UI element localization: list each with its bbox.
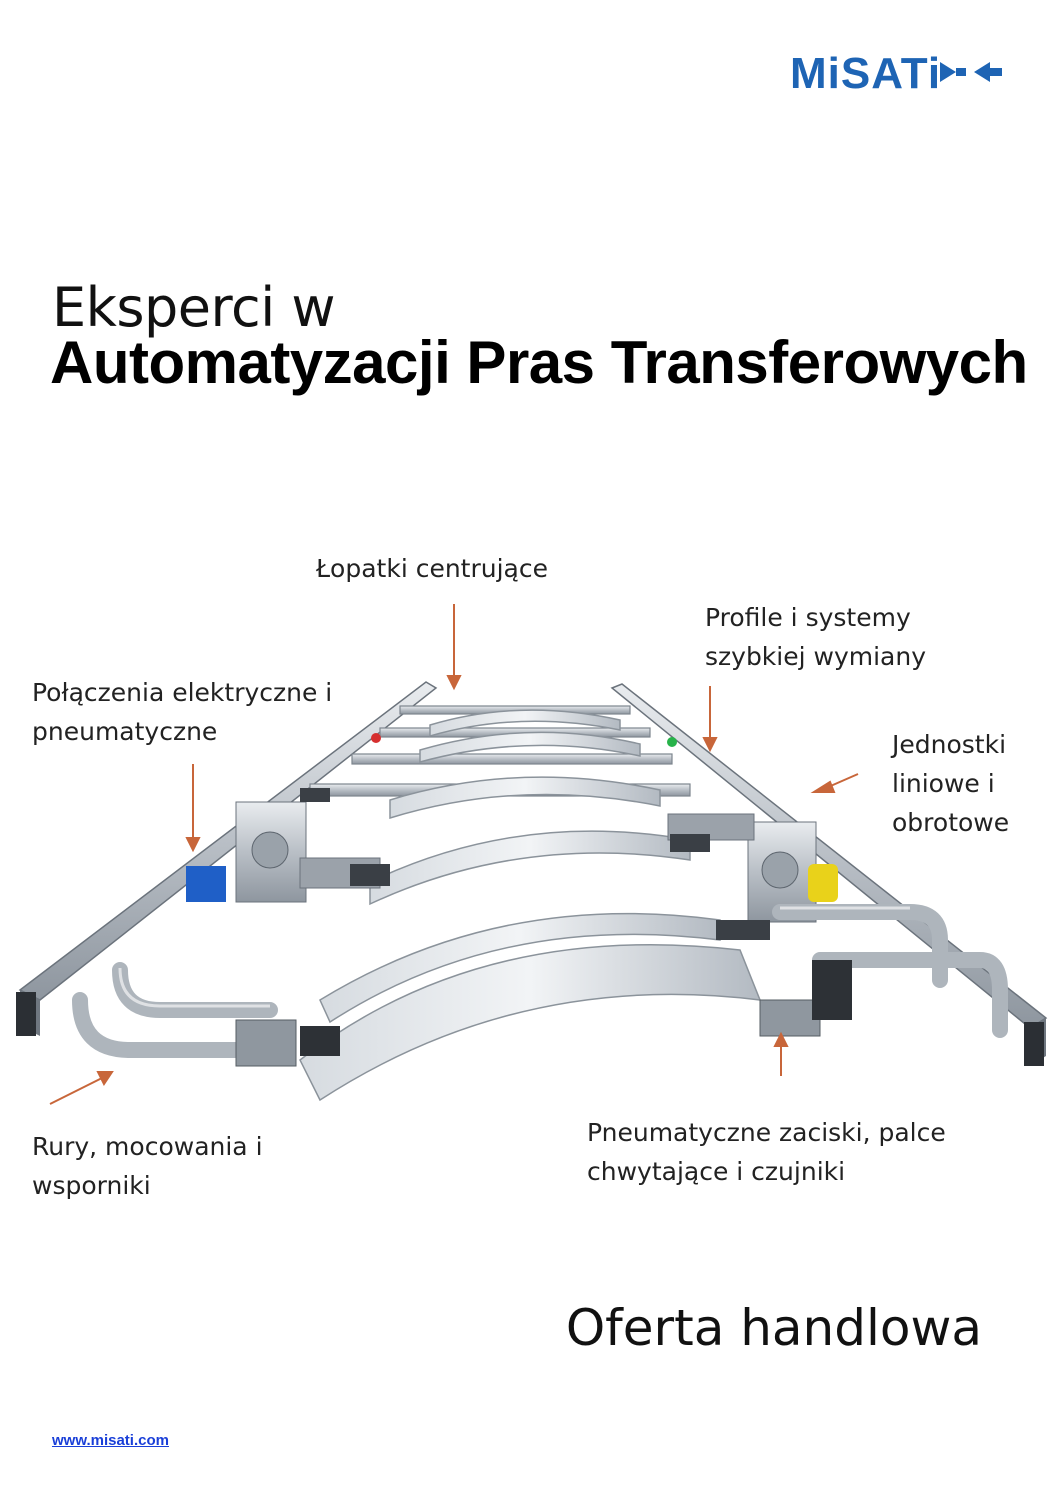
callout-line: wsporniki [32,1171,151,1200]
title-line-1: Eksperci w [52,276,336,339]
logo-text: MiSATi [790,49,941,98]
callout-line: Połączenia elektryczne i [32,678,333,707]
callout-pneumatic-clamps: Pneumatyczne zaciski, palce chwytające i… [587,1113,946,1191]
offer-heading: Oferta handlowa [565,1299,982,1357]
blue-electrical-connector-icon [186,866,226,902]
arrow-polaczenia-icon [185,837,201,853]
left-mounting-blocks [186,801,381,903]
callout-linear-rotary-units: Jednostki liniowe i obrotowe [892,725,1009,842]
arrow-lopatki-icon [446,675,462,691]
yellow-rotary-unit-icon [808,864,838,902]
arrow-rury-icon [96,1071,114,1086]
misati-logo: MiSATi [790,49,1002,98]
callout-line: obrotowe [892,808,1010,837]
callout-centering-blades: Łopatki centrujące [316,549,548,588]
callout-line: Łopatki centrujące [316,554,548,583]
pneumatic-grippers [235,733,852,1067]
callout-arrows [49,604,859,1105]
callout-line: pneumatyczne [32,717,218,746]
callout-line: Pneumatyczne zaciski, palce [587,1118,946,1147]
callout-line: chwytające i czujniki [587,1157,846,1186]
green-indicator-icon [667,737,677,747]
red-indicator-icon [371,733,381,743]
callout-line: Rury, mocowania i [32,1132,263,1161]
website-link[interactable]: www.misati.com [52,1432,169,1449]
callout-line: Jednostki [892,730,1007,759]
centering-blades [299,709,762,1102]
callout-line: liniowe i [892,769,995,798]
title-line-2: Automatyzacji Pras Transferowych [50,329,1028,396]
callout-line: szybkiej wymiany [705,642,927,671]
left-rail [16,681,438,1036]
logo-arrow-right-icon [940,62,956,82]
callout-connections: Połączenia elektryczne i pneumatyczne [32,673,332,751]
arrow-jednostki-icon [810,780,836,793]
transfer-tooling-illustration [16,604,1048,1105]
callout-line: Profile i systemy [705,603,911,632]
arrow-profile-icon [702,737,718,753]
arrow-zaciski-icon [773,1031,789,1047]
callout-quick-change-profiles: Profile i systemy szybkiej wymiany [705,598,926,676]
callout-tubes-supports: Rury, mocowania i wsporniki [32,1127,263,1205]
logo-arrow-left-icon [974,62,990,82]
